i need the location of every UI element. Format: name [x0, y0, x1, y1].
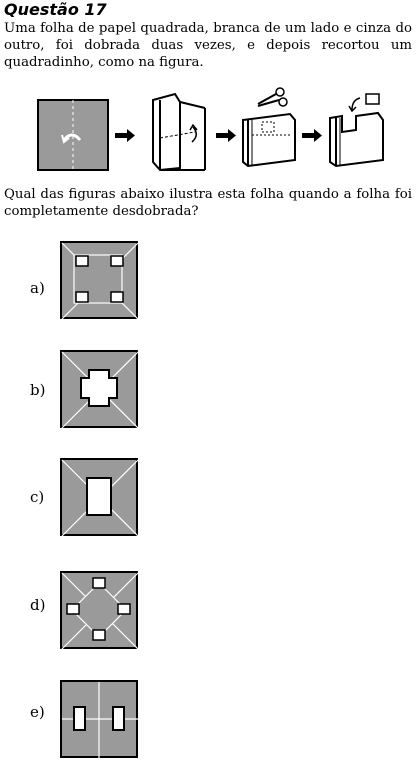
question-title: Questão 17	[4, 0, 107, 19]
folding-steps-illustration	[0, 80, 416, 180]
option-figure-d[interactable]	[60, 571, 140, 651]
question-prompt: Qual das figuras abaixo ilustra esta fol…	[4, 186, 412, 220]
scissors-icon	[257, 87, 288, 107]
question-text: Qual das figuras abaixo ilustra esta fol…	[4, 187, 412, 219]
arrow-icon	[115, 129, 135, 142]
option-label-d: d)	[30, 596, 46, 614]
arrow-icon	[216, 129, 236, 142]
arrow-icon	[302, 129, 322, 142]
option-figure-c[interactable]	[60, 458, 140, 538]
step-folded-half	[152, 92, 206, 172]
step-square-paper	[37, 99, 109, 171]
option-label-c: c)	[30, 488, 45, 506]
question-statement: Uma folha de papel quadrada, branca de u…	[4, 20, 412, 71]
option-label-b: b)	[30, 381, 46, 399]
option-figure-e[interactable]	[60, 680, 140, 760]
statement-text: Uma folha de papel quadrada, branca de u…	[4, 21, 412, 70]
option-figure-b[interactable]	[60, 350, 140, 430]
option-label-a: a)	[30, 279, 45, 297]
option-figure-a[interactable]	[60, 241, 140, 321]
step-square-removed	[329, 93, 384, 168]
option-label-e: e)	[30, 703, 45, 721]
step-cut-with-scissors	[242, 87, 296, 168]
